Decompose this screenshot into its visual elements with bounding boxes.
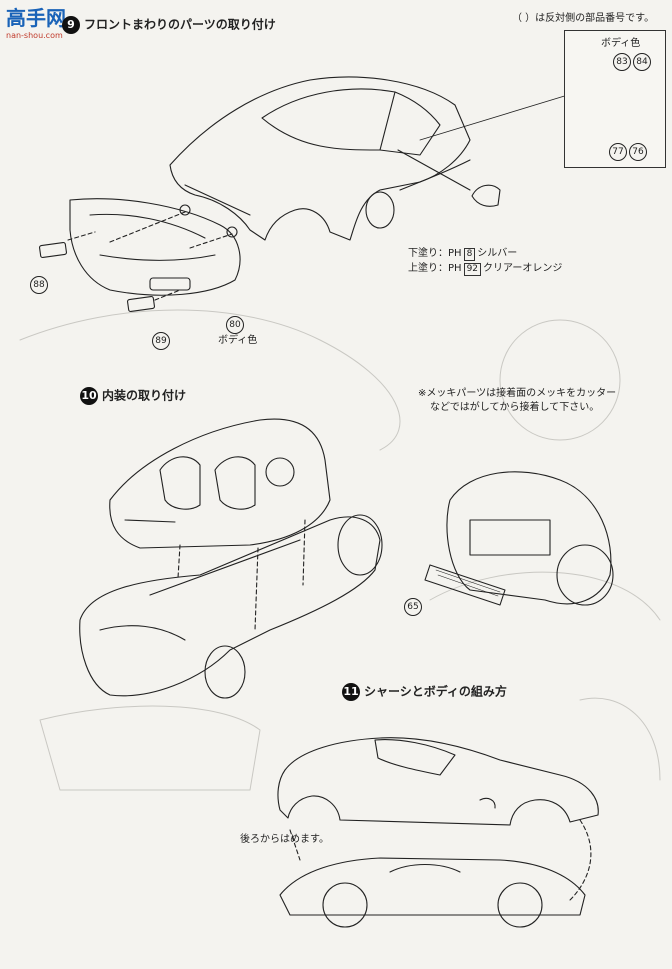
parts-note: （ ）は反対側の部品番号です。	[512, 13, 655, 24]
lens-88	[39, 241, 67, 259]
part-84: 84	[633, 53, 651, 71]
mirror-inset: ボディ色 83 84 77 76	[564, 30, 666, 168]
step-9-number: 9	[62, 16, 80, 34]
ghost-outline	[39, 705, 261, 791]
part-65: 65	[404, 598, 422, 616]
ghost-outline	[499, 319, 621, 441]
part-80: 80	[226, 316, 244, 334]
step-10-header: 10 内装の取り付け	[80, 387, 186, 405]
step-9-title: フロントまわりのパーツの取り付け	[84, 17, 276, 32]
ghost-outline	[429, 571, 661, 621]
logo-site: nan-shou.com	[6, 31, 63, 40]
interior-tub	[109, 418, 331, 549]
part-65-vent	[424, 564, 506, 606]
plating-note-line2: などではがしてから接着して下さい。	[430, 402, 600, 413]
step-9-header: 9 フロントまわりのパーツの取り付け	[62, 16, 276, 34]
step-11-header: 11 シャーシとボディの組み方	[342, 683, 507, 701]
car-body-front	[169, 76, 471, 241]
body-shell	[277, 737, 599, 826]
logo-text: 高手网	[6, 6, 66, 30]
ghost-outline	[579, 697, 661, 781]
part-77: 77	[609, 143, 627, 161]
bumper-color-label: ボディ色	[218, 335, 258, 346]
mirror-part	[471, 184, 501, 207]
step-11-number: 11	[342, 683, 360, 701]
part-88: 88	[30, 276, 48, 294]
part-83: 83	[613, 53, 631, 71]
plating-note-line1: ※メッキパーツは接着面のメッキをカッター	[418, 388, 617, 399]
chassis-floor	[79, 514, 383, 699]
fit-instruction: 後ろからはめます。	[240, 834, 329, 845]
chassis-lower	[279, 857, 586, 928]
inset-label: ボディ色	[601, 38, 641, 49]
rear-detail	[424, 471, 614, 606]
front-bumper	[69, 198, 241, 296]
ghost-outline	[19, 309, 401, 451]
step-10-title: 内装の取り付け	[102, 388, 187, 403]
lens-89	[127, 295, 155, 313]
part-89: 89	[152, 332, 170, 350]
step-11-title: シャーシとボディの組み方	[364, 684, 507, 699]
step-10-number: 10	[80, 387, 98, 405]
part-76: 76	[629, 143, 647, 161]
